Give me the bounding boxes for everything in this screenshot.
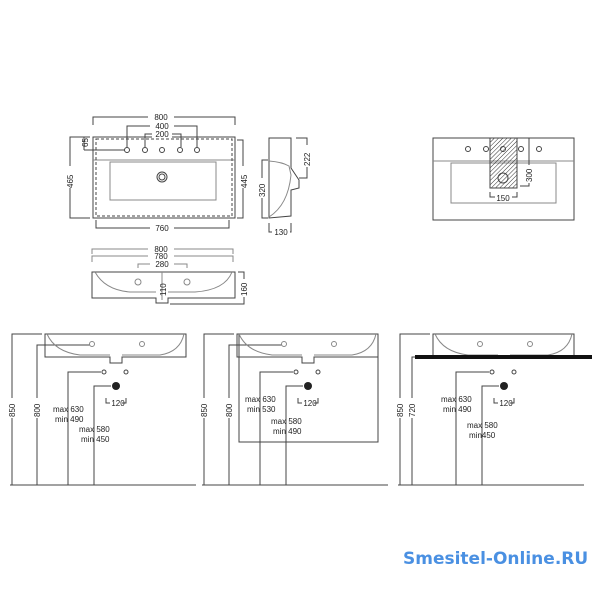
top-view: 800 400 200 65 465 445 760 (64, 112, 250, 233)
dim-850: 850 (200, 403, 209, 417)
dim-110: 110 (159, 283, 168, 296)
install-countertop: 120 850 720 max 630 min 490 max 580 min4… (395, 333, 592, 486)
dim-780: 780 (154, 252, 168, 261)
waste-max: max 580 (271, 417, 302, 426)
waste-min: min 450 (81, 435, 110, 444)
watermark: Smesitel-Online.RU (403, 549, 588, 569)
supply-min: min 490 (55, 415, 84, 424)
dim-300: 300 (525, 168, 534, 182)
dim-120: 120 (111, 399, 125, 408)
dim-130: 130 (274, 228, 288, 237)
supply-min: min 530 (247, 405, 276, 414)
dim-800: 800 (225, 403, 234, 417)
dim-65: 65 (81, 138, 90, 147)
dim-400: 400 (155, 122, 169, 131)
waste-max: max 580 (79, 425, 110, 434)
install-wall-hung: 120 850 800 max 630 min 490 max 580 min … (7, 333, 196, 486)
dim-850: 850 (8, 403, 17, 417)
dim-445: 445 (240, 174, 249, 188)
supply-min: min 490 (443, 405, 472, 414)
waste-max: max 580 (467, 421, 498, 430)
tap-holes (124, 147, 200, 153)
supply-max: max 630 (245, 395, 276, 404)
dim-800: 800 (154, 245, 168, 254)
dim-465: 465 (66, 174, 75, 188)
dim-320: 320 (258, 183, 267, 197)
dim-200: 200 (155, 130, 169, 139)
dim-120: 120 (303, 399, 317, 408)
waste-min: min450 (469, 431, 496, 440)
cutout-view: 300 150 (432, 137, 575, 221)
hatched-cutout-area (489, 137, 518, 189)
front-view: 800 780 280 110 160 (91, 244, 249, 305)
supply-max: max 630 (441, 395, 472, 404)
dim-720: 720 (408, 403, 417, 417)
waste-min: min 490 (273, 427, 302, 436)
supply-max: max 630 (53, 405, 84, 414)
dim-120: 120 (499, 399, 513, 408)
dim-280: 280 (155, 260, 169, 269)
side-view: 222 320 130 (256, 137, 313, 237)
dim-760: 760 (155, 224, 169, 233)
dim-800: 800 (33, 403, 42, 417)
dim-850: 850 (396, 403, 405, 417)
dim-800: 800 (154, 113, 168, 122)
dim-222: 222 (303, 152, 312, 166)
dim-160: 160 (240, 282, 249, 296)
countertop (415, 355, 592, 359)
dim-150: 150 (496, 194, 510, 203)
install-cabinet: 120 850 800 max 630 min 530 max 580 min … (199, 333, 388, 486)
